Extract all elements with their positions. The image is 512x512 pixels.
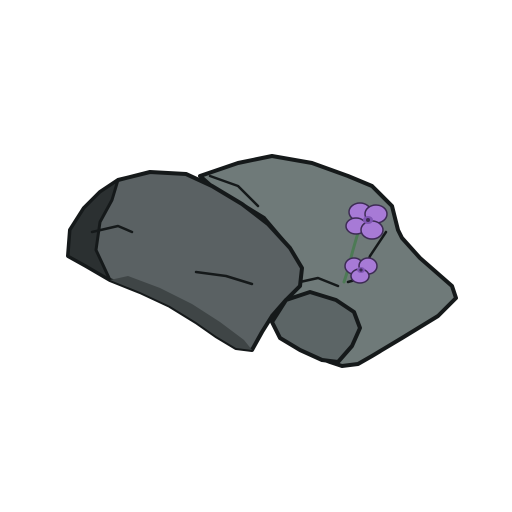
- flower-lower: [344, 257, 378, 284]
- rock-crack-lines: [90, 174, 388, 288]
- rock-left-shadow-face: [66, 178, 120, 282]
- flower-upper: [345, 202, 388, 240]
- rock-underside-shadow: [110, 276, 252, 350]
- rock-front-chunk: [270, 290, 362, 364]
